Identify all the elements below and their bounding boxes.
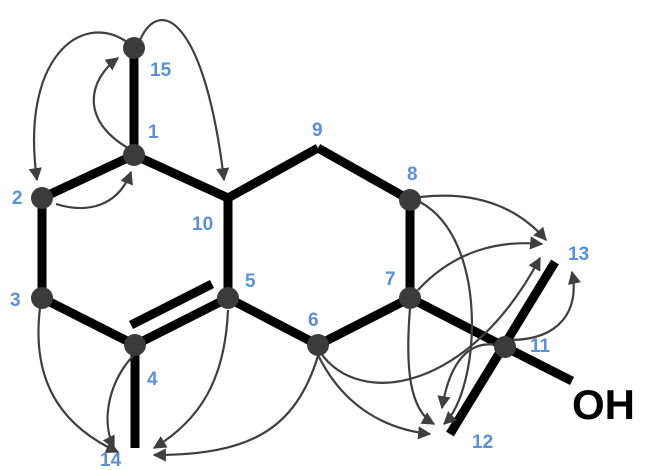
label-5: 5 (245, 271, 256, 292)
label-9: 9 (312, 120, 323, 141)
arrow-5-14 (152, 309, 230, 449)
label-6: 6 (308, 310, 319, 331)
atom-labels: 15 1 2 3 4 5 6 7 8 9 10 11 12 13 14 OH (10, 60, 635, 470)
atom-3 (31, 287, 53, 309)
atom-2 (31, 187, 53, 209)
arrow-7-13 (417, 236, 544, 291)
label-3: 3 (10, 290, 21, 311)
arrow-8-12 (419, 201, 474, 425)
bond-11-oh (502, 342, 575, 386)
atom-5 (217, 287, 239, 309)
label-2: 2 (12, 188, 23, 209)
arrow-6-14 (152, 355, 320, 462)
atom-7 (399, 287, 421, 309)
bond-1-10 (132, 150, 230, 203)
bond-4-5 (132, 293, 231, 350)
bond-4-5-double (128, 279, 215, 330)
arrow-11-13 (509, 270, 581, 342)
atom-8 (399, 189, 421, 211)
bond-10-9 (225, 144, 321, 202)
arrow-6-12 (317, 354, 432, 440)
label-8: 8 (407, 164, 418, 185)
atom-6 (307, 334, 329, 356)
arrow-1-15 (92, 57, 129, 149)
label-4: 4 (147, 369, 158, 390)
arrow-6-13 (319, 256, 541, 384)
bond-7-6 (315, 293, 413, 350)
label-13: 13 (568, 244, 589, 265)
arrow-15-10 (138, 19, 230, 182)
label-14: 14 (100, 450, 122, 470)
arrow-4-14 (102, 355, 134, 450)
atoms (31, 37, 516, 358)
correlation-arrows (28, 19, 581, 462)
label-1: 1 (148, 122, 159, 143)
arrow-2-1 (55, 170, 133, 210)
bond-1-2 (40, 150, 136, 203)
label-10: 10 (192, 214, 213, 235)
hydroxyl-label: OH (572, 381, 635, 428)
bond-5-6 (225, 294, 321, 349)
atom-4 (124, 334, 146, 356)
arrow-11-12 (437, 343, 499, 410)
label-7: 7 (385, 269, 396, 290)
bond-7-11 (407, 294, 508, 351)
arrow-7-12 (407, 307, 436, 425)
arrow-8-13 (419, 194, 547, 241)
arrow-3-14 (37, 307, 120, 454)
bond-9-8 (315, 144, 413, 204)
atom-11 (494, 336, 516, 358)
label-11: 11 (530, 336, 551, 357)
atom-15 (123, 37, 145, 59)
molecular-skeleton (37, 48, 575, 448)
label-12: 12 (472, 432, 493, 453)
atom-1 (123, 144, 145, 166)
bond-3-4 (39, 293, 138, 350)
label-15: 15 (150, 60, 172, 81)
arrow-15-2 (28, 31, 128, 182)
